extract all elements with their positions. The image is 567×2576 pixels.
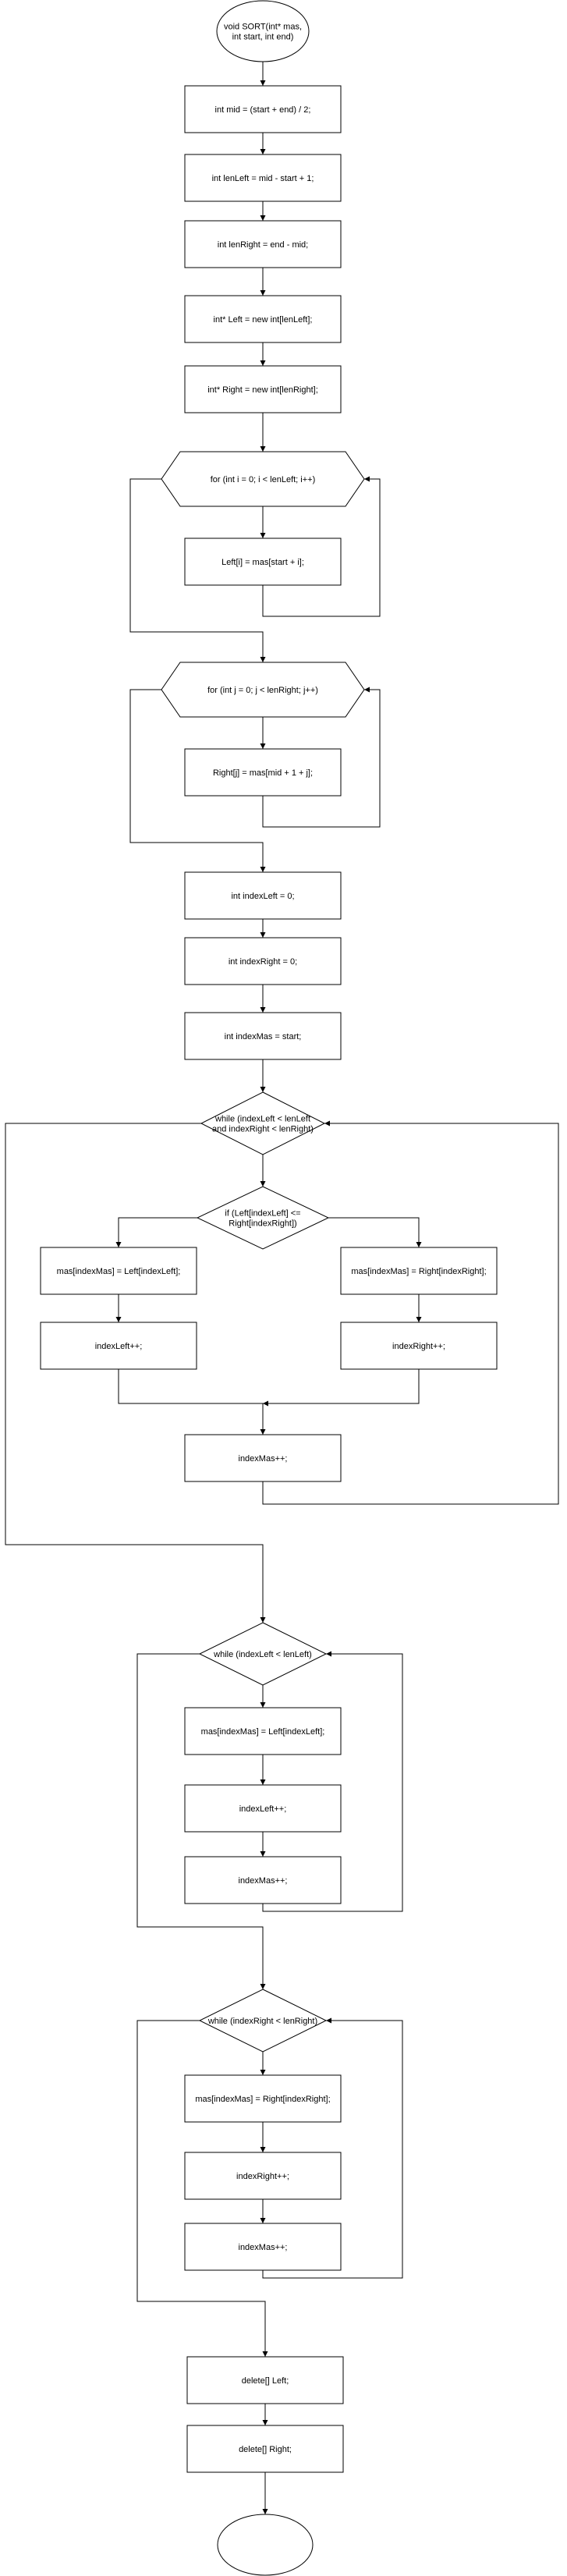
node-index-left-init: int indexLeft = 0; <box>184 871 342 920</box>
node-left-alloc: int* Left = new int[lenLeft]; <box>184 295 342 343</box>
node-label: int mid = (start + end) / 2; <box>215 105 311 115</box>
node-label: indexLeft++; <box>239 1804 287 1814</box>
node-label: int lenLeft = mid - start + 1; <box>212 174 314 183</box>
flow-arrow <box>262 1651 403 1912</box>
flow-arrow <box>129 478 266 662</box>
node-label: int indexRight = 0; <box>229 957 297 967</box>
node-index-mas-init: int indexMas = start; <box>184 1012 342 1060</box>
node-for-i: for (int i = 0; i < lenLeft; i++) <box>161 451 365 507</box>
node-label: mas[indexMas] = Right[indexRight]; <box>351 1267 486 1276</box>
flow-arrow <box>262 476 381 617</box>
node-start: void SORT(int* mas,int start, int end) <box>216 0 310 62</box>
node-label: int indexMas = start; <box>225 1032 302 1041</box>
flow-arrow <box>263 1369 420 1407</box>
node-label: indexMas++; <box>239 1454 288 1464</box>
node-delete-left: delete[] Left; <box>186 2356 344 2404</box>
flow-arrow <box>262 1120 559 1505</box>
node-label: for (int i = 0; i < lenLeft; i++) <box>211 475 316 484</box>
node-label: indexMas++; <box>239 1876 288 1886</box>
node-index-mas-inc: indexMas++; <box>184 1434 342 1482</box>
node-index-right-inc-2: indexRight++; <box>184 2152 342 2200</box>
node-index-mas-inc-2: indexMas++; <box>184 1856 342 1904</box>
node-label: int lenRight = end - mid; <box>218 240 308 250</box>
flow-arrow <box>328 1217 422 1247</box>
flow-arrow <box>115 1217 197 1247</box>
node-while-right: while (indexRight < lenRight) <box>198 1989 328 2053</box>
node-label: indexRight++; <box>236 2172 289 2181</box>
node-label: for (int j = 0; j < lenRight; j++) <box>207 686 318 695</box>
node-index-left-inc: indexLeft++; <box>40 1322 197 1370</box>
node-label: void SORT(int* mas, <box>224 23 302 32</box>
flow-arrow <box>129 689 266 872</box>
node-mas-from-right: mas[indexMas] = Right[indexRight]; <box>340 1247 498 1295</box>
node-while-left: while (indexLeft < lenLeft) <box>198 1622 328 1686</box>
node-label: while (indexRight < lenRight) <box>207 2017 317 2026</box>
flow-arrow <box>118 1369 266 1435</box>
node-label: int* Left = new int[lenLeft]; <box>214 315 313 325</box>
node-label: delete[] Left; <box>242 2376 289 2386</box>
node-delete-right: delete[] Right; <box>186 2425 344 2473</box>
edges <box>5 62 559 2514</box>
node-label: Right[indexRight]) <box>229 1219 296 1229</box>
node-label: Left[i] = mas[start + i]; <box>221 558 304 567</box>
node-left-assign: Left[i] = mas[start + i]; <box>184 538 342 586</box>
node-label: Right[j] = mas[mid + 1 + j]; <box>213 768 313 778</box>
node-mid: int mid = (start + end) / 2; <box>184 85 342 133</box>
node-label: while (indexLeft < lenLeft) <box>213 1650 312 1659</box>
node-label: and indexRight < lenRight) <box>212 1125 314 1134</box>
node-label: delete[] Right; <box>239 2445 292 2454</box>
node-label: int indexLeft = 0; <box>231 892 294 901</box>
node-index-right-init: int indexRight = 0; <box>184 937 342 985</box>
node-label: int start, int end) <box>232 33 294 42</box>
node-mas-from-left: mas[indexMas] = Left[indexLeft]; <box>40 1247 197 1295</box>
node-right-assign: Right[j] = mas[mid + 1 + j]; <box>184 748 342 797</box>
node-index-right-inc: indexRight++; <box>340 1322 498 1370</box>
node-len-right: int lenRight = end - mid; <box>184 220 342 268</box>
node-label: int* Right = new int[lenRight]; <box>207 385 318 395</box>
node-index-mas-inc-3: indexMas++; <box>184 2223 342 2271</box>
node-label: indexRight++; <box>392 1342 445 1351</box>
node-label: indexLeft++; <box>95 1342 143 1351</box>
node-label: if (Left[indexLeft] <= <box>225 1209 300 1219</box>
flow-arrow <box>136 2020 268 2357</box>
node-label: mas[indexMas] = Left[indexLeft]; <box>201 1727 325 1737</box>
flow-arrow <box>136 1653 266 1989</box>
node-right-alloc: int* Right = new int[lenRight]; <box>184 365 342 413</box>
flow-arrow <box>262 2017 403 2279</box>
node-for-j: for (int j = 0; j < lenRight; j++) <box>161 662 365 718</box>
node-if-compare: if (Left[indexLeft] <=Right[indexRight]) <box>196 1186 330 1250</box>
node-label: while (indexLeft < lenLeft <box>214 1115 310 1124</box>
node-index-left-inc-2: indexLeft++; <box>184 1784 342 1833</box>
node-label: mas[indexMas] = Right[indexRight]; <box>195 2095 330 2104</box>
flow-arrow <box>262 687 381 828</box>
node-label: mas[indexMas] = Left[indexLeft]; <box>57 1267 181 1276</box>
node-mas-right-rest: mas[indexMas] = Right[indexRight]; <box>184 2074 342 2123</box>
node-label: indexMas++; <box>239 2243 288 2252</box>
node-len-left: int lenLeft = mid - start + 1; <box>184 154 342 202</box>
node-mas-left-rest: mas[indexMas] = Left[indexLeft]; <box>184 1707 342 1755</box>
node-end <box>217 2514 314 2576</box>
nodes: void SORT(int* mas,int start, int end)in… <box>40 0 498 2576</box>
flow-arrow <box>5 1123 266 1623</box>
